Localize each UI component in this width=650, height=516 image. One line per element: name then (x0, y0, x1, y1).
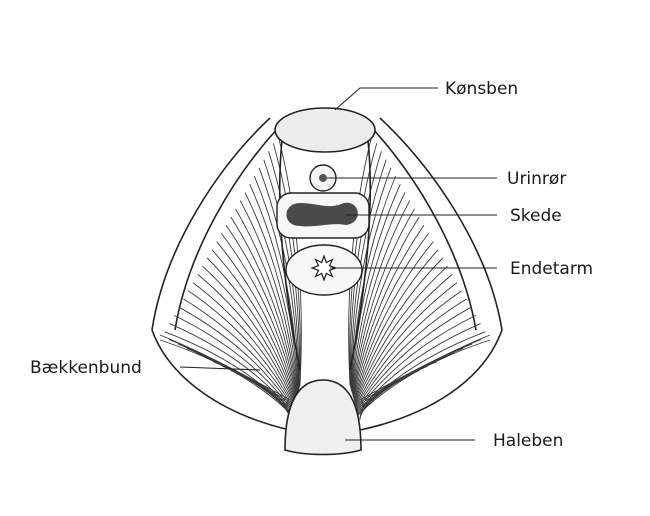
leader-pubic-bone (335, 88, 438, 110)
label-vagina: Skede (510, 206, 562, 226)
label-urethra: Urinrør (507, 169, 566, 189)
muscle-fiber (360, 362, 437, 414)
label-tailbone: Haleben (493, 431, 563, 451)
muscle-bottom-left (152, 330, 290, 430)
urethra-inner (319, 174, 327, 182)
muscle-fiber (360, 371, 419, 418)
label-pubic-bone: Kønsben (445, 79, 518, 99)
label-pelvic-floor: Bækkenbund (30, 358, 142, 378)
pubic-bone (275, 108, 375, 152)
label-rectum: Endetarm (510, 259, 593, 279)
leader-pelvic-floor (180, 367, 260, 370)
muscle-fiber (231, 371, 290, 418)
muscle-bottom-right (360, 330, 502, 430)
